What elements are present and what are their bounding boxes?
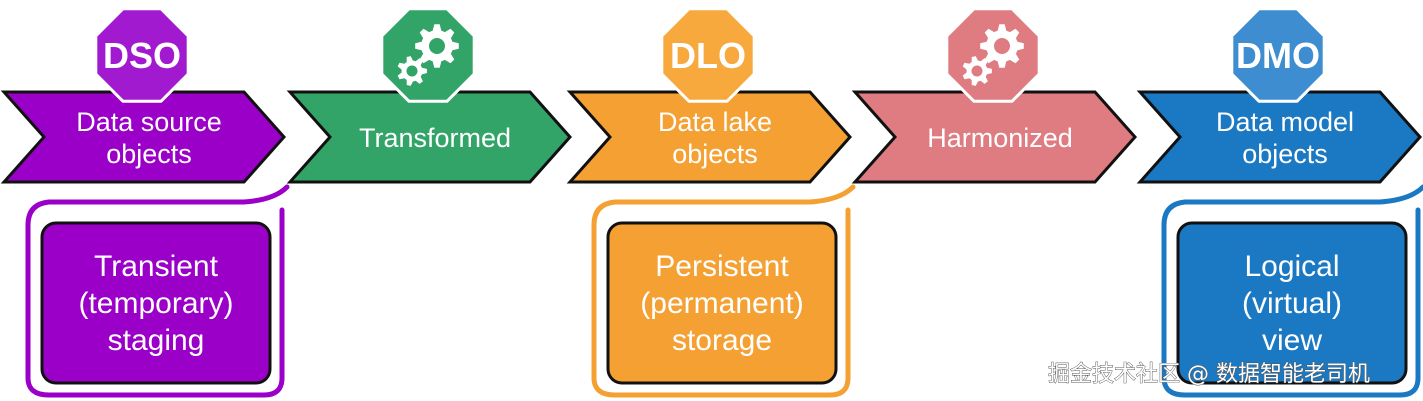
dso-storage-label: staging [108, 324, 205, 357]
gears-icon [962, 24, 1024, 86]
dmo-storage-label: view [1262, 324, 1322, 357]
dso-storage-label: Transient [94, 250, 219, 283]
gears-icon [397, 24, 459, 86]
transformed-label: Transformed [359, 123, 511, 153]
dso-badge [94, 7, 190, 103]
dlo-storage-outline [591, 184, 856, 398]
dlo-storage-fill [606, 221, 838, 385]
dso-chevron [0, 90, 287, 184]
dmo-label: objects [1242, 139, 1328, 169]
stage-harmonized: Harmonized [851, 7, 1138, 184]
dmo-storage-outline [1161, 184, 1423, 398]
dlo-storage-label: storage [672, 324, 772, 357]
dlo-badge-label: DLO [670, 35, 746, 76]
dlo-storage-box: Persistent (permanent) storage [591, 184, 856, 398]
dlo-badge [660, 7, 756, 103]
dso-label: Data source [76, 107, 222, 137]
dlo-storage-label: (permanent) [640, 287, 803, 320]
dmo-badge [1230, 7, 1326, 103]
transformed-chevron [286, 90, 573, 184]
harmonized-chevron [851, 90, 1138, 184]
dlo-label: objects [672, 139, 758, 169]
dmo-storage-fill [1176, 221, 1408, 385]
dlo-storage-label: Persistent [655, 250, 789, 283]
dlo-label: Data lake [658, 107, 772, 137]
dso-storage-outline [25, 184, 290, 398]
dmo-storage-box: Logical (virtual) view [1161, 184, 1423, 398]
dmo-chevron [1136, 90, 1423, 184]
dmo-label: Data model [1216, 107, 1354, 137]
dso-badge-label: DSO [103, 35, 181, 76]
dmo-badge-label: DMO [1236, 35, 1320, 76]
stage-transformed: Transformed [286, 7, 573, 184]
harmonized-label: Harmonized [927, 123, 1073, 153]
dmo-storage-label: (virtual) [1242, 287, 1342, 320]
dso-label: objects [106, 139, 192, 169]
dso-storage-fill [40, 221, 272, 385]
dmo-storage-label: Logical [1244, 250, 1339, 283]
watermark-text: 掘金技术社区 @ 数据智能老司机 [1048, 362, 1370, 387]
dlo-chevron [566, 90, 853, 184]
dso-storage-label: (temporary) [78, 287, 233, 320]
dso-storage-box: Transient (temporary) staging [25, 184, 290, 398]
